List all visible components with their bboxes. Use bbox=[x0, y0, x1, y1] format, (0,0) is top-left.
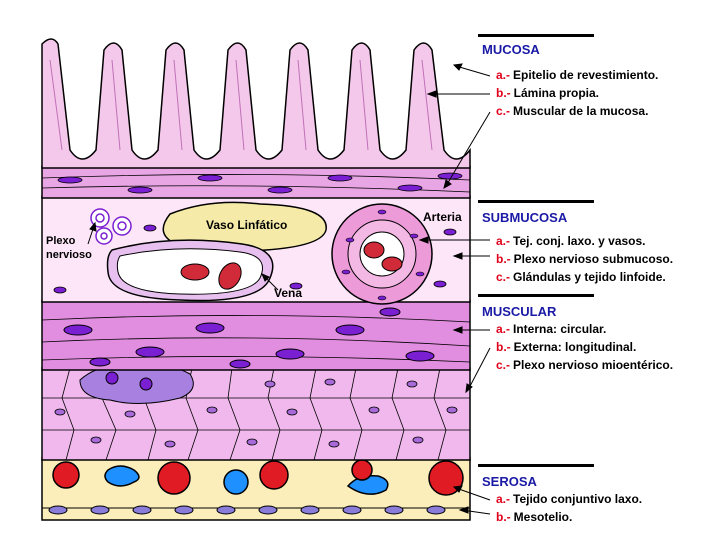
item-text: Plexo nervioso mioentérico. bbox=[513, 358, 674, 372]
serosa-item-b: b.-Mesotelio. bbox=[496, 510, 572, 524]
myenteric-plexus bbox=[79, 363, 194, 405]
legend-divider bbox=[478, 294, 594, 297]
submucosa-item-c: c.-Glándulas y tejido linfoide. bbox=[496, 270, 666, 284]
mucosa-item-b: b.-Lámina propia. bbox=[496, 86, 599, 100]
item-letter: a.- bbox=[496, 492, 511, 506]
mucosa-item-c: c.-Muscular de la mucosa. bbox=[496, 104, 648, 118]
item-letter: c.- bbox=[496, 104, 511, 118]
item-text: Muscular de la mucosa. bbox=[513, 104, 649, 118]
mucosa-villi bbox=[41, 38, 471, 169]
item-text: Plexo nervioso submucoso. bbox=[513, 252, 674, 266]
artery bbox=[331, 203, 433, 305]
item-letter: a.- bbox=[496, 322, 511, 336]
item-letter: c.- bbox=[496, 358, 511, 372]
legend-divider bbox=[478, 200, 594, 203]
vein-label: Vena bbox=[274, 286, 303, 300]
item-text: Glándulas y tejido linfoide. bbox=[513, 270, 666, 284]
submucosa-title: SUBMUCOSA bbox=[482, 210, 568, 225]
serosa-layer bbox=[41, 457, 471, 521]
submucosal-plexus bbox=[90, 208, 132, 245]
item-text: Mesotelio. bbox=[513, 510, 573, 524]
item-text: Lámina propia. bbox=[513, 86, 600, 100]
item-letter: a.- bbox=[496, 234, 511, 248]
item-text: Tej. conj. laxo. y vasos. bbox=[513, 234, 646, 248]
muscular-item-c: c.-Plexo nervioso mioentérico. bbox=[496, 358, 673, 372]
serosa-item-a: a.-Tejido conjuntivo laxo. bbox=[496, 492, 642, 506]
item-letter: b.- bbox=[496, 252, 511, 266]
item-letter: a.- bbox=[496, 68, 511, 82]
serosa-title: SEROSA bbox=[482, 474, 537, 489]
mesothelium-cells bbox=[48, 505, 446, 515]
item-text: Epitelio de revestimiento. bbox=[513, 68, 659, 82]
plexus-label-line2: nervioso bbox=[46, 249, 92, 261]
item-text: Tejido conjuntivo laxo. bbox=[513, 492, 643, 506]
submucosa-item-b: b.-Plexo nervioso submucoso. bbox=[496, 252, 673, 266]
muscular-outer-layer bbox=[41, 363, 471, 461]
item-letter: b.- bbox=[496, 86, 511, 100]
plexus-label-line1: Plexo bbox=[46, 235, 76, 247]
submucosa-layer bbox=[41, 195, 471, 305]
muscular-item-b: b.-Externa: longitudinal. bbox=[496, 340, 636, 354]
submucosa-item-a: a.-Tej. conj. laxo. y vasos. bbox=[496, 234, 646, 248]
muscular-title: MUSCULAR bbox=[482, 304, 557, 319]
pointer-arrows bbox=[87, 63, 491, 515]
item-letter: c.- bbox=[496, 270, 511, 284]
artery-label: Arteria bbox=[423, 210, 462, 224]
mucosa-band bbox=[41, 165, 471, 199]
mucosa-item-a: a.-Epitelio de revestimiento. bbox=[496, 68, 658, 82]
mucosa-title: MUCOSA bbox=[482, 42, 540, 57]
legend-divider bbox=[478, 464, 594, 467]
item-letter: b.- bbox=[496, 510, 511, 524]
vein bbox=[106, 239, 274, 302]
item-text: Externa: longitudinal. bbox=[513, 340, 637, 354]
legend-divider bbox=[478, 34, 594, 37]
serosa-cells bbox=[52, 459, 464, 496]
muscular-inner-layer bbox=[41, 299, 471, 371]
muscular-item-a: a.-Interna: circular. bbox=[496, 322, 606, 336]
lymphatic-vessel-label: Vaso Linfático bbox=[206, 218, 288, 232]
item-text: Interna: circular. bbox=[513, 322, 607, 336]
item-letter: b.- bbox=[496, 340, 511, 354]
